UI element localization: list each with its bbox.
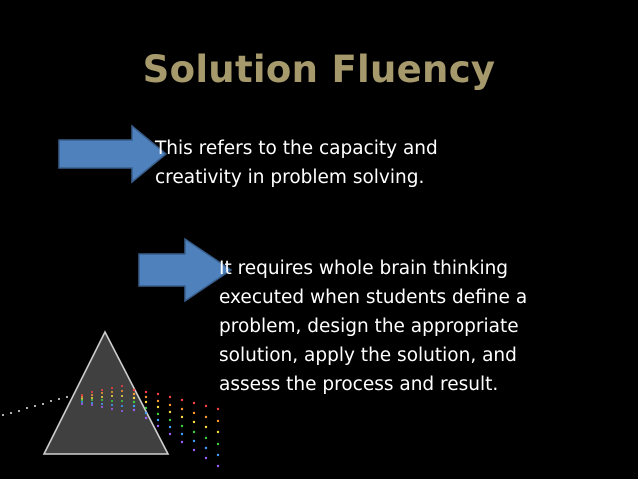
text-line: solution, apply the solution, and — [219, 345, 517, 366]
refracted-rays-inner — [81, 385, 123, 412]
right-arrow-icon — [58, 124, 168, 184]
light-beam — [2, 394, 76, 416]
text-line: problem, design the appropriate — [219, 316, 519, 337]
text-line: executed when students define a — [219, 287, 528, 308]
text-line: assess the process and result. — [219, 374, 499, 395]
text-line: It requires whole brain thinking — [219, 258, 509, 279]
text-line: This refers to the capacity and — [155, 138, 438, 159]
bullet-text-capacity: This refers to the capacity and creativi… — [155, 134, 438, 192]
prism-icon — [2, 330, 220, 468]
spectrum-rays-outer — [132, 388, 220, 468]
right-arrow-icon — [138, 237, 233, 303]
prism-body — [42, 330, 170, 455]
bullet-text-whole-brain: It requires whole brain thinking execute… — [219, 254, 527, 399]
slide-title: Solution Fluency — [142, 48, 496, 91]
text-line: creativity in problem solving. — [155, 167, 425, 188]
